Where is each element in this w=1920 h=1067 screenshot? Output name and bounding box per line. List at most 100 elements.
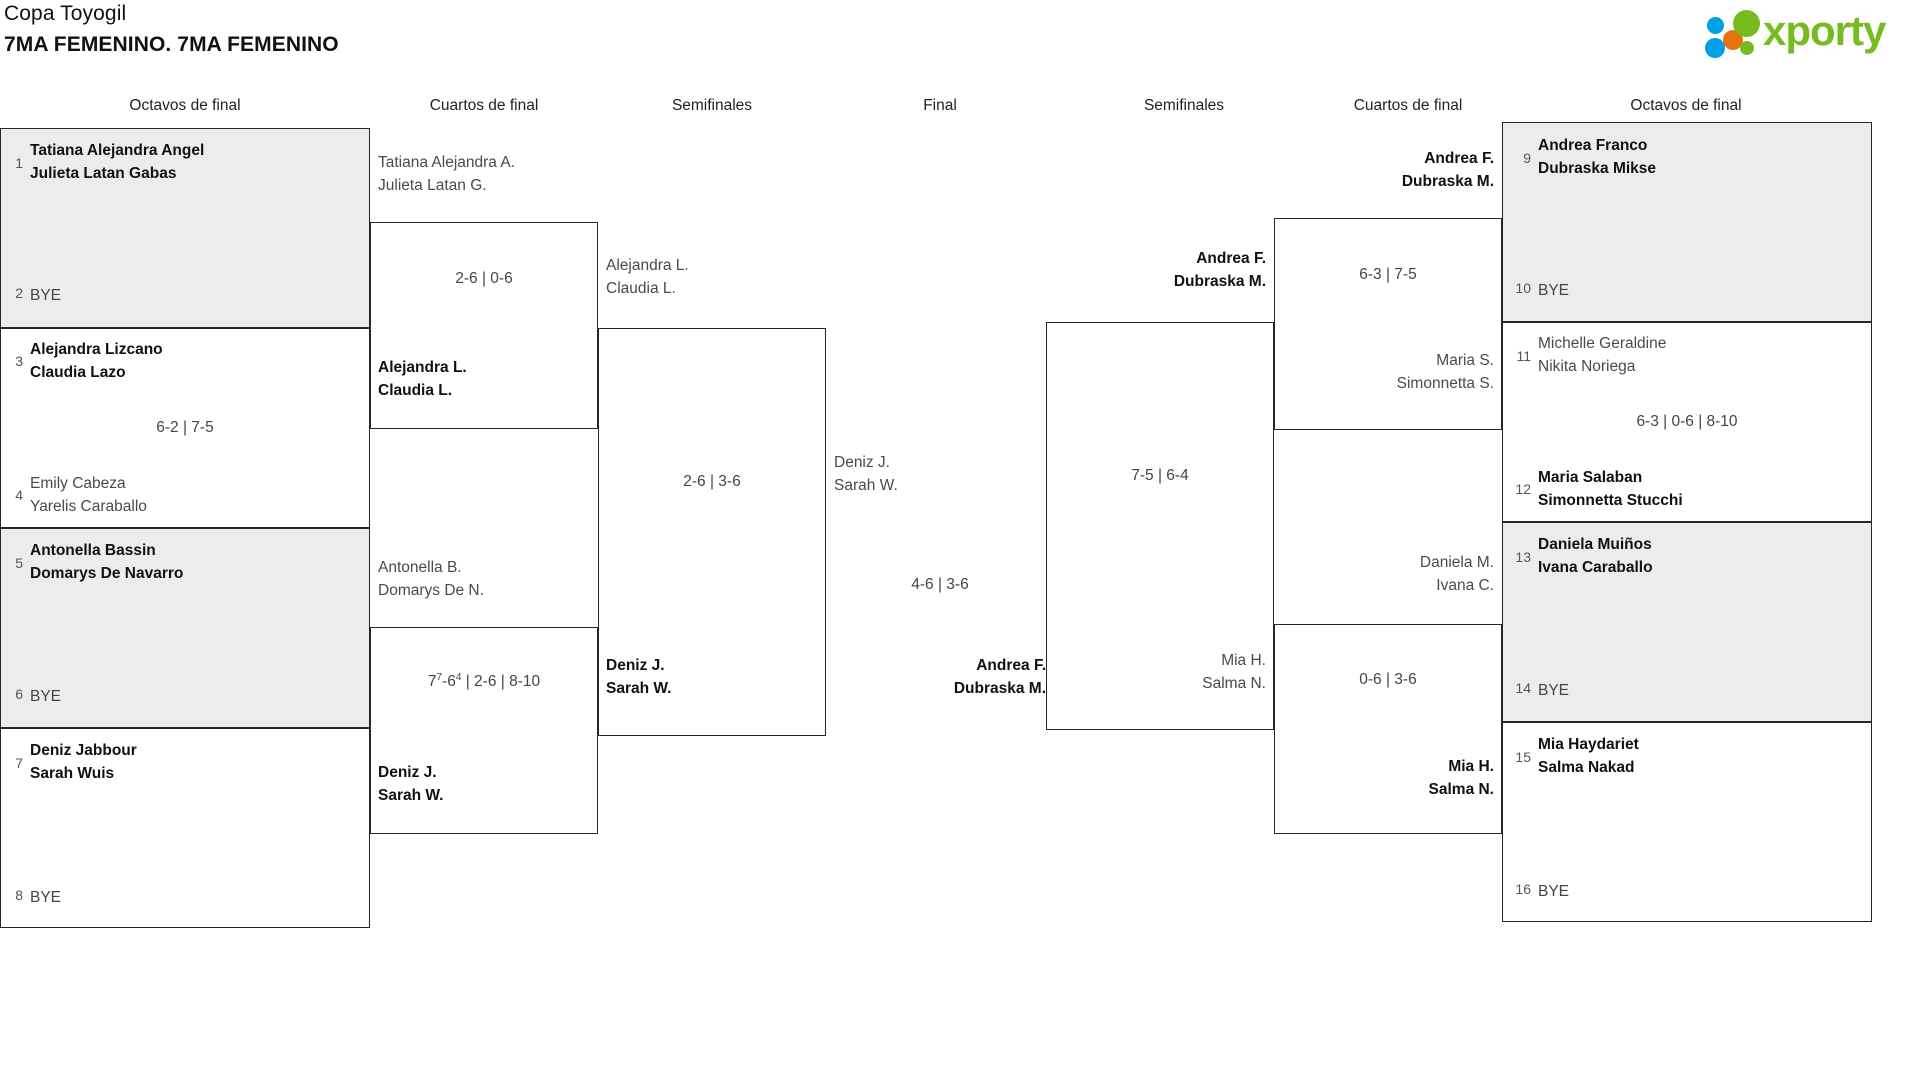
team-name: Mia Haydariet Salma Nakad (1538, 734, 1639, 779)
match-box-right-sf[interactable] (1046, 322, 1274, 730)
player-2: Ivana Caraballo (1538, 558, 1653, 576)
bye-label: BYE (1538, 682, 1570, 699)
player-1: Antonella Bassin (30, 542, 156, 559)
match-score: 2-6 | 0-6 (455, 270, 513, 287)
match-score: 77-64 | 2-6 | 8-10 (370, 672, 598, 691)
final-team-left: Deniz J. Sarah W. (834, 452, 898, 497)
seed-number: 11 (1516, 348, 1531, 364)
player-1: Andrea F. (1424, 150, 1494, 167)
round-label-final: Final (923, 97, 957, 114)
match-box-left-sf[interactable] (598, 328, 826, 736)
player-2: Claudia Lazo (30, 363, 126, 381)
logo-dot-blue-bottom (1705, 38, 1725, 58)
player-1: Alejandra L. (606, 257, 689, 274)
match-score: 6-3 | 7-5 (1359, 266, 1417, 283)
match-box-left-qf-2[interactable] (370, 627, 598, 834)
player-1: Deniz J. (378, 764, 437, 781)
bye-label: BYE (30, 287, 62, 304)
player-2: Simonnetta Stucchi (1538, 491, 1683, 509)
player-1: Mia Haydariet (1538, 736, 1639, 753)
seed-number: 13 (1515, 549, 1531, 565)
round-label-right-r16: Octavos de final (1630, 97, 1742, 114)
match-box-left-r16-2[interactable] (0, 328, 370, 528)
match-box-left-r16-4[interactable] (0, 728, 370, 928)
player-1: Deniz J. (606, 657, 665, 674)
match-score: 6-2 | 7-5 (156, 419, 214, 436)
player-1: Andrea Franco (1538, 137, 1648, 154)
team-name: Deniz Jabbour Sarah Wuis (30, 740, 137, 785)
final-team-right: Andrea F. Dubraska M. (826, 655, 1046, 700)
team-name: Andrea F. Dubraska M. (1046, 248, 1266, 293)
match-box-right-r16-1[interactable] (1502, 122, 1872, 322)
bye-label: BYE (1538, 282, 1570, 299)
player-1: Mia H. (1448, 758, 1494, 775)
logo-dot-blue-top (1707, 17, 1724, 34)
team-name: Emily Cabeza Yarelis Caraballo (30, 473, 147, 518)
player-2: Claudia L. (378, 381, 453, 399)
logo-dot-orange (1723, 30, 1743, 50)
player-1: Deniz J. (834, 454, 890, 471)
player-2: Nikita Noriega (1538, 357, 1636, 375)
seed-number: 16 (1515, 881, 1531, 897)
match-box-left-r16-1[interactable] (0, 128, 370, 328)
seed-number: 15 (1515, 749, 1531, 765)
team-name: Tatiana Alejandra Angel Julieta Latan Ga… (30, 140, 204, 185)
player-2: Julieta Latan G. (378, 176, 487, 194)
player-2: Ivana C. (1436, 576, 1494, 594)
seed-number: 3 (15, 353, 23, 369)
match-box-left-qf-1[interactable] (370, 222, 598, 429)
team-name: Andrea Franco Dubraska Mikse (1538, 135, 1656, 180)
player-1: Andrea F. (976, 657, 1046, 674)
xporty-logo[interactable]: xporty (1703, 5, 1903, 58)
match-box-left-r16-3[interactable] (0, 528, 370, 728)
player-1: Maria S. (1436, 352, 1494, 369)
bye-label: BYE (30, 688, 62, 705)
team-name: Andrea F. Dubraska M. (1274, 148, 1494, 193)
final-score: 4-6 | 3-6 (911, 576, 969, 593)
match-box-right-qf-2[interactable] (1274, 624, 1502, 834)
player-1: Tatiana Alejandra Angel (30, 142, 205, 159)
seed-number: 10 (1515, 280, 1531, 296)
team-name: Deniz J. Sarah W. (378, 762, 443, 807)
player-2: Salma N. (1202, 674, 1266, 692)
player-1: Alejandra Lizcano (30, 341, 163, 358)
player-1: Emily Cabeza (30, 475, 126, 492)
player-1: Tatiana Alejandra A. (378, 154, 516, 171)
round-label-left-qf: Cuartos de final (429, 97, 539, 114)
team-name: Daniela M. Ivana C. (1274, 552, 1494, 597)
match-box-right-r16-3[interactable] (1502, 522, 1872, 722)
player-2: Julieta Latan Gabas (30, 164, 177, 182)
player-1: Antonella B. (378, 559, 462, 576)
seed-number: 8 (15, 887, 23, 903)
round-label-left-sf: Semifinales (671, 97, 753, 114)
player-2: Domarys De N. (378, 581, 484, 599)
round-label-right-sf: Semifinales (1143, 97, 1225, 114)
team-name: Maria Salaban Simonnetta Stucchi (1538, 467, 1683, 512)
player-1: Alejandra L. (378, 359, 467, 376)
team-name: Alejandra Lizcano Claudia Lazo (30, 339, 163, 384)
match-score: 0-6 | 3-6 (1359, 671, 1417, 688)
player-2: Yarelis Caraballo (30, 497, 147, 515)
match-box-right-qf-1[interactable] (1274, 218, 1502, 430)
seed-number: 12 (1515, 481, 1531, 497)
player-2: Dubraska Mikse (1538, 159, 1657, 177)
seed-number: 9 (1523, 150, 1531, 166)
team-name: Daniela Muiños Ivana Caraballo (1538, 534, 1653, 579)
player-2: Sarah Wuis (30, 764, 115, 782)
player-1: Michelle Geraldine (1538, 335, 1667, 352)
team-name: Mia H. Salma N. (1046, 650, 1266, 695)
team-name: Mia H. Salma N. (1274, 756, 1494, 801)
seed-number: 2 (15, 285, 23, 301)
player-1: Daniela M. (1419, 554, 1494, 571)
seed-number: 5 (15, 555, 23, 571)
seed-number: 4 (15, 487, 23, 503)
player-2: Dubraska M. (1173, 272, 1266, 290)
round-label-right-qf: Cuartos de final (1353, 97, 1463, 114)
match-box-right-r16-2[interactable] (1502, 322, 1872, 522)
seed-number: 1 (15, 155, 23, 171)
player-1: Maria Salaban (1538, 469, 1643, 486)
team-name: Tatiana Alejandra A. Julieta Latan G. (378, 152, 515, 197)
team-name: Deniz J. Sarah W. (606, 655, 671, 700)
player-1: Mia H. (1221, 652, 1266, 669)
match-box-right-r16-4[interactable] (1502, 722, 1872, 922)
